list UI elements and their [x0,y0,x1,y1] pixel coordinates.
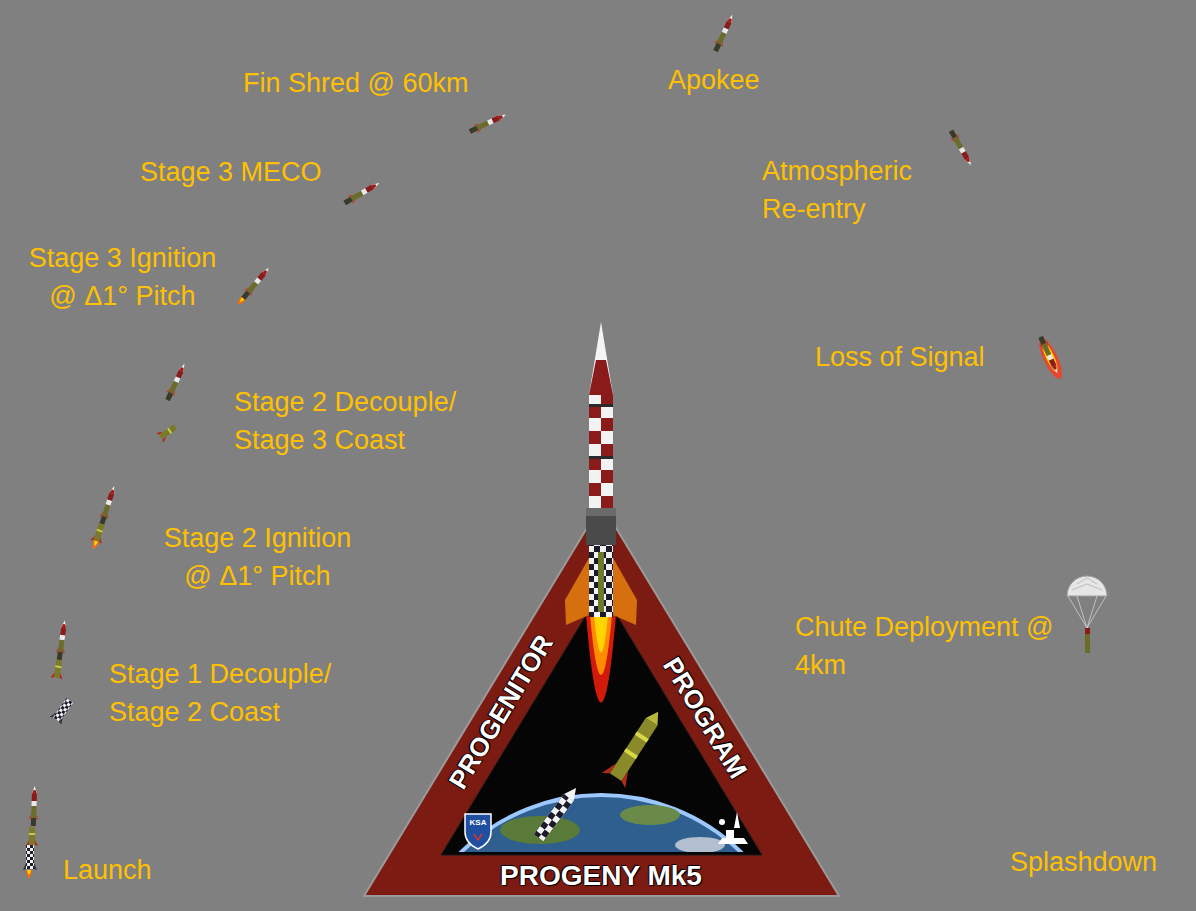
phase-label: Apokee [668,61,760,99]
phase-label: Stage 3 Ignition @ Δ1° Pitch [20,239,225,315]
phase-label: Stage 2 Decouple/ Stage 3 Coast [234,383,484,459]
mission-patch: PROGENITORPROGRAMPROGENY Mk5 [363,503,840,897]
phase-label: Chute Deployment @ 4km [795,608,1055,684]
badge-text: KSA [470,818,487,828]
phase-label: Stage 1 Decouple/ Stage 2 Coast [109,655,359,731]
phase-label: Atmospheric Re-entry [762,152,962,228]
phase-label: Splashdown [1010,843,1157,881]
phase-label: Loss of Signal [815,338,985,376]
phase-label: Fin Shred @ 60km [243,64,469,102]
phase-label: Stage 2 Ignition @ Δ1° Pitch [155,519,360,595]
phase-label: Stage 3 MECO [140,153,322,191]
patch-text: PROGENY Mk5 [500,861,702,892]
patch-triangle [363,503,840,897]
phase-label: Launch [63,851,152,889]
